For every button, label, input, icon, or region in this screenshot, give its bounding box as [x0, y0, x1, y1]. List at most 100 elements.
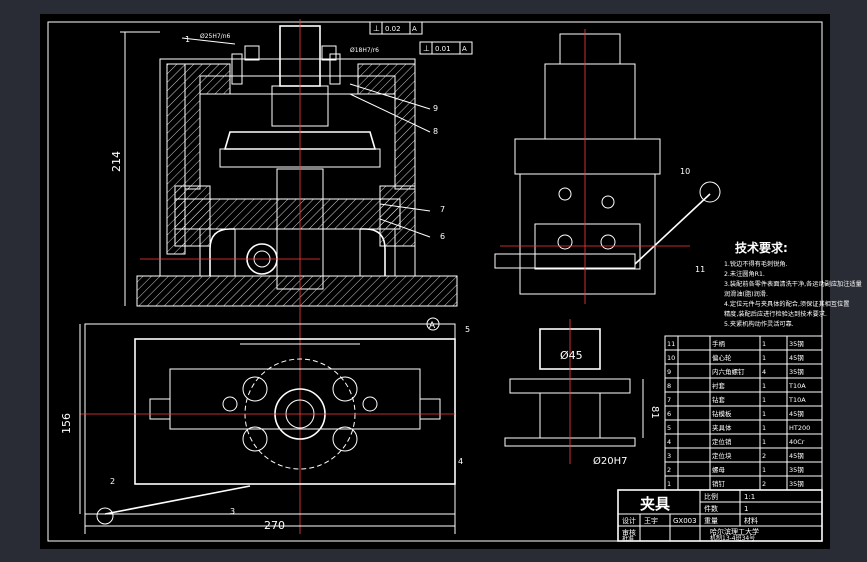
gdt-1-tol: 0.02 — [385, 25, 401, 33]
bom-cell: 内六角螺钉 — [712, 367, 745, 376]
bom-cell: 钻套 — [712, 395, 726, 404]
dim-214: 214 — [110, 151, 123, 172]
bom-cell: 2 — [762, 480, 766, 488]
bom-cell: 45钢 — [789, 354, 804, 362]
bom-cell: 1 — [762, 466, 766, 474]
scale-value: 1:1 — [744, 493, 755, 501]
balloon-8: 8 — [433, 127, 438, 136]
bom-cell: T10A — [788, 382, 806, 390]
bom-cell: 2 — [762, 452, 766, 460]
bom-cell: 4 — [667, 438, 671, 446]
tech-req-line: 3.装配前各零件表面清洗干净,各运动副应加注适量 — [724, 280, 862, 288]
bom-cell: 1 — [762, 354, 766, 362]
bom-cell: 定位块 — [712, 451, 732, 460]
class-name: 机制13-4班34号 — [710, 534, 755, 542]
tech-req-line: 精度,装配后应进行检验达到技术要求. — [724, 310, 827, 318]
balloon-10: 10 — [680, 167, 690, 176]
technical-requirements: 技术要求: 1.锐边不得有毛刺锐角. 2.未注圆角R1. 3.装配前各零件表面清洗干… — [724, 240, 862, 328]
frame-border — [47, 21, 823, 542]
bom-cell: 夹具体 — [712, 423, 732, 432]
bom-cell: 1 — [762, 396, 766, 404]
bom-cell: 7 — [667, 396, 671, 404]
weight-label: 重量 — [704, 517, 718, 525]
scale-label: 比例 — [704, 492, 718, 501]
check-label: 审核 — [622, 528, 636, 537]
bom-cell: 35钢 — [789, 340, 804, 348]
dim-81: 81 — [649, 406, 660, 419]
balloon-7: 7 — [440, 205, 445, 214]
bom-cell: 1 — [762, 410, 766, 418]
gdt-2-datum: A — [462, 45, 467, 53]
drawn-label: 设计 — [622, 516, 636, 525]
bom-cell: 35钢 — [789, 466, 804, 474]
gdt-1-datum: A — [412, 25, 417, 33]
balloon-4: 4 — [458, 457, 463, 466]
fit-label-1: Ø25H7/n6 — [200, 33, 231, 40]
approve-label: 批准 — [622, 535, 634, 543]
drawing-sheet: 214 ⊥ 0.02 A ⊥ 0.01 A Ø25H7/n6 Ø18H7/r6 … — [40, 14, 862, 549]
bom-cell: 1 — [762, 424, 766, 432]
count-label: 件数 — [704, 504, 718, 513]
bom-cell: 35钢 — [789, 480, 804, 488]
drawing-number: GX003 — [673, 517, 697, 525]
balloon-2: 2 — [110, 477, 115, 486]
bom-cell: 11 — [667, 340, 675, 348]
bom-cell: 手柄 — [712, 339, 726, 348]
balloon-6: 6 — [440, 232, 445, 241]
bom-cell: 钻模板 — [712, 409, 732, 418]
tech-req-line: 5.夹紧机构动作灵活可靠. — [724, 320, 794, 328]
bom-cell: 1 — [762, 340, 766, 348]
bom-cell: 8 — [667, 382, 671, 390]
drawn-by: 王宇 — [644, 516, 658, 525]
cad-drawing: 214 ⊥ 0.02 A ⊥ 0.01 A Ø25H7/n6 Ø18H7/r6 … — [47, 19, 862, 543]
count-value: 1 — [744, 505, 748, 513]
title-block: 夹具 比例 1:1 件数 1 重量 材料 设计 王宇 GX003 审核 批准 哈… — [617, 489, 823, 543]
bom-cell: 3 — [667, 452, 671, 460]
bom-cell: 5 — [667, 424, 671, 432]
bom-cell: HT200 — [789, 424, 810, 432]
tech-req-line: 4.定位元件与夹具体的配合,须保证其相互位置 — [724, 300, 849, 308]
balloon-9: 9 — [433, 104, 438, 113]
gdt-2-symbol: ⊥ — [423, 44, 430, 53]
dim-270: 270 — [264, 519, 285, 532]
section-mark-a: A — [429, 321, 436, 331]
bom-cell: 10 — [667, 354, 675, 362]
bom-cell: 2 — [667, 466, 671, 474]
bom-cell: 35钢 — [789, 368, 804, 376]
tech-req-line: 2.未注圆角R1. — [724, 270, 765, 278]
title-block-title: 夹具 — [640, 495, 670, 513]
tech-req-title: 技术要求: — [735, 240, 788, 255]
end-view: Ø45 Ø20H7 81 — [504, 319, 660, 467]
fit-label-2: Ø18H7/r6 — [350, 47, 379, 54]
front-section-view: 214 ⊥ 0.02 A ⊥ 0.01 A Ø25H7/n6 Ø18H7/r6 … — [110, 19, 473, 534]
balloons: 1 2 3 4 5 6 7 8 9 10 11 — [110, 35, 705, 516]
balloon-11: 11 — [695, 265, 705, 274]
bom-cell: 45钢 — [789, 452, 804, 460]
tech-req-line: 润滑油(脂)润滑. — [724, 290, 768, 298]
bom-cell: 9 — [667, 368, 671, 376]
bom-cell: T10A — [788, 396, 806, 404]
side-view — [494, 29, 721, 304]
bom-cell: 销钉 — [712, 479, 726, 488]
bom-cell: 偏心轮 — [712, 353, 732, 362]
school-name: 哈尔滨理工大学 — [710, 527, 759, 536]
gdt-2-tol: 0.01 — [435, 45, 451, 53]
dia-20h7: Ø20H7 — [593, 455, 627, 467]
tech-req-line: 1.锐边不得有毛刺锐角. — [724, 260, 788, 268]
balloon-5: 5 — [465, 325, 470, 334]
balloon-1: 1 — [185, 35, 190, 44]
bom-cell: 4 — [762, 368, 766, 376]
bom-cell: 6 — [667, 410, 671, 418]
bom-cell: 定位销 — [712, 437, 732, 446]
bom-cell: 1 — [762, 382, 766, 390]
dia-45: Ø45 — [560, 349, 583, 362]
bom-cell: 螺母 — [712, 465, 726, 474]
dim-156: 156 — [60, 413, 73, 434]
bom-cell: 45钢 — [789, 410, 804, 418]
plan-view: 270 156 — [60, 323, 456, 534]
balloon-3: 3 — [230, 507, 235, 516]
bom-cell: 1 — [667, 480, 671, 488]
gdt-1-symbol: ⊥ — [373, 24, 380, 33]
bom-cell: 衬套 — [712, 381, 726, 390]
